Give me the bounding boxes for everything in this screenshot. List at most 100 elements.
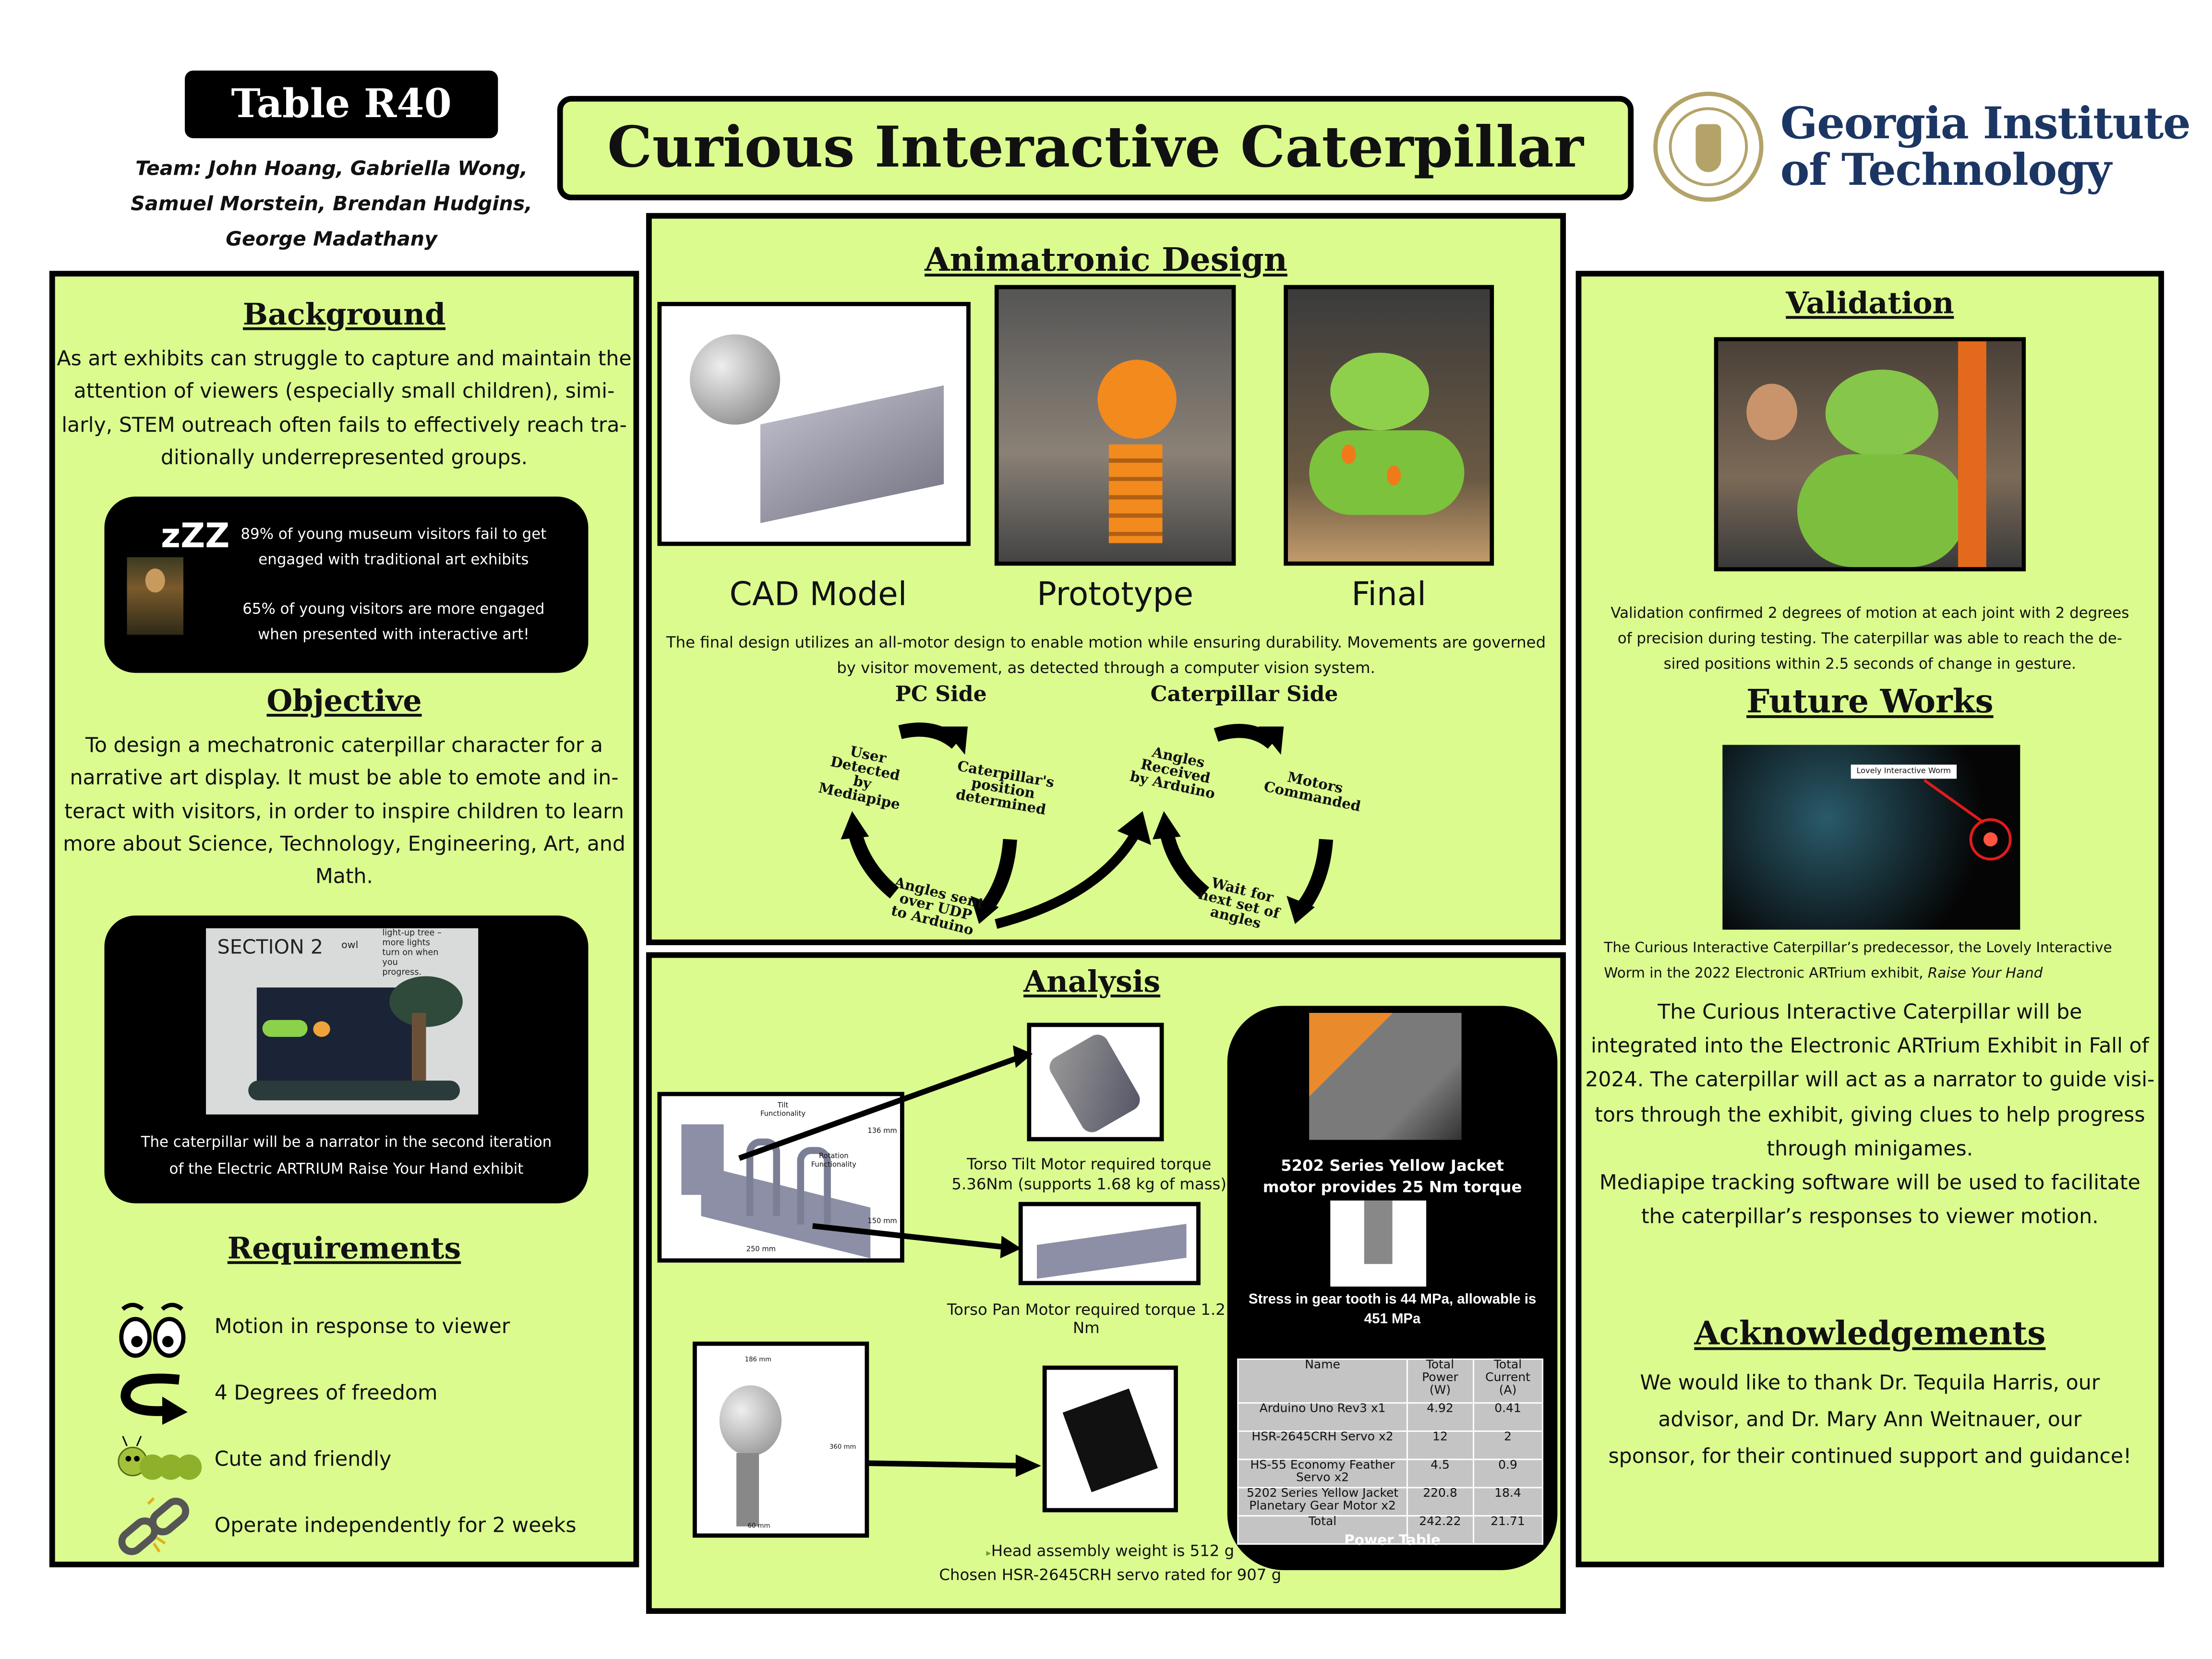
background-heading: Background [242, 296, 446, 332]
power-table-caption: Power Table [1344, 1533, 1441, 1549]
team-line: George Madathany [226, 228, 437, 252]
text-line: Torso Tilt Motor required torque [967, 1155, 1212, 1174]
torso-assembly-image: Tilt Functionality Rotation Functionalit… [657, 1092, 904, 1263]
arrow-to-tilt [738, 1054, 1022, 1161]
flow-arrow-head [1286, 896, 1315, 924]
table-cell: 5202 Series Yellow Jacket Planetary Gear… [1237, 1487, 1408, 1517]
sketch-note: more lights [382, 938, 430, 948]
caterpillar-side-title: Caterpillar Side [1150, 681, 1338, 707]
flow-arrow-head [1152, 811, 1181, 840]
future-works-text: The Curious Interactive Caterpillar will… [1581, 996, 2158, 1235]
text-line: sired positions within 2.5 seconds of ch… [1663, 656, 2077, 673]
arrow-to-pan [812, 1223, 1005, 1250]
text-line: 451 MPa [1364, 1312, 1421, 1328]
tilt-functionality-label: Tilt Functionality [760, 1102, 806, 1119]
broken-chain-icon [118, 1497, 190, 1555]
text-line: The final design utilizes an all-motor d… [666, 633, 1546, 652]
text-line: Nm [1072, 1319, 1100, 1337]
text-line: more about Science, Technology, Engineer… [63, 833, 625, 856]
flow-arrow-head [841, 811, 869, 840]
text-line: sponsor, for their continued support and… [1608, 1446, 2132, 1469]
table-cell: 2 [1472, 1430, 1544, 1460]
stat-line: engaged with traditional art exhibits [258, 552, 529, 569]
team-names: Team: John Hoang, Gabriella Wong, Samuel… [127, 152, 536, 258]
validation-photo [1714, 337, 2026, 572]
flow-arrow-pc-2 [979, 839, 1017, 914]
flow-arrow-head [942, 726, 968, 755]
text-line: We would like to thank Dr. Tequila Harri… [1640, 1372, 2100, 1395]
flow-arrow-pc-3 [848, 830, 899, 899]
table-cell: Total [1237, 1515, 1408, 1545]
caption-line: The Curious Interactive Caterpillar’s pr… [1604, 941, 2112, 957]
flow-arrow-cat-1 [1214, 723, 1277, 749]
text-line: ditionally underrepresented groups. [160, 447, 528, 470]
dimension-label: 136 mm [867, 1127, 897, 1136]
flow-arrows [841, 722, 1334, 929]
stat-line: 65% of young visitors are more engaged [242, 601, 545, 618]
table-cell: 4.5 [1406, 1458, 1474, 1489]
table-cell: 21.71 [1472, 1515, 1544, 1545]
requirements-heading: Requirements [227, 1230, 461, 1266]
text-line: Mediapipe tracking software will be used… [1599, 1172, 2140, 1195]
requirement-item: Cute and friendly [214, 1449, 392, 1472]
text-line: through minigames. [1767, 1138, 1973, 1161]
dimension-label: 250 mm [746, 1245, 776, 1254]
table-cell: 0.9 [1472, 1458, 1544, 1489]
text-line: 5.36Nm (supports 1.68 kg of mass) [951, 1175, 1227, 1194]
sketch-box: SECTION 2 owl light-up tree – more light… [104, 915, 589, 1203]
text-line: 2024. The caterpillar will act as a narr… [1585, 1070, 2155, 1093]
text-line: The Curious Interactive Caterpillar will… [1658, 1001, 2082, 1024]
future-works-caption: The Curious Interactive Caterpillar’s pr… [1604, 937, 2112, 987]
table-cell: 0.41 [1472, 1402, 1544, 1432]
table-cell: Arduino Uno Rev3 x1 [1237, 1402, 1408, 1432]
requirement-item: 4 Degrees of freedom [214, 1382, 438, 1406]
caption-line: of the Electric ARTRIUM Raise Your Hand … [169, 1161, 524, 1178]
gear-stress-image [1330, 1200, 1427, 1287]
caption-line: The caterpillar will be a narrator in th… [141, 1134, 552, 1152]
cad-model-image [657, 301, 971, 546]
text-line: To design a mechatronic caterpillar char… [85, 735, 603, 758]
pan-motor-image [1018, 1202, 1201, 1286]
red-arrow-circle [1923, 779, 2012, 861]
sketch-note: light-up tree – [382, 928, 442, 938]
pc-side-title: PC Side [895, 681, 987, 707]
text-line: tors through the exhibit, giving clues t… [1595, 1104, 2145, 1127]
table-row: 5202 Series Yellow Jacket Planetary Gear… [1237, 1487, 1544, 1517]
zzz-icon: zZZ [161, 516, 230, 556]
flow-arrow-head [1258, 726, 1284, 755]
head-assembly-image: 186 mm 360 mm 60 mm [692, 1341, 869, 1538]
flow-arrow-cross [995, 826, 1143, 929]
text-line: ▸Head assembly weight is 512 g [986, 1542, 1235, 1561]
text-line: by visitor movement, as detected through… [837, 659, 1375, 677]
requirement-item: Operate independently for 2 weeks [214, 1515, 577, 1538]
caterpillar-icon [118, 1436, 202, 1480]
servo-image [1042, 1365, 1178, 1513]
poster-title: Curious Interactive Caterpillar [607, 114, 1584, 181]
table-cell: 242.22 [1406, 1515, 1474, 1545]
rotation-functionality-label: Rotation Functionality [811, 1152, 856, 1170]
text-line: Torso Pan Motor required torque 1.2 [947, 1300, 1226, 1319]
sketch-owl-label: owl [341, 939, 359, 951]
mona-lisa-image [127, 557, 184, 635]
column-header: Total Power (W) [1406, 1358, 1474, 1404]
right-panel: Validation Validation confirmed 2 degree… [1575, 271, 2164, 1567]
flow-arrow-cat-3 [1159, 830, 1210, 899]
table-badge: Table R40 [184, 70, 498, 139]
pan-torque-text: Torso Pan Motor required torque 1.2 Nm [934, 1301, 1238, 1337]
text-line: As art exhibits can struggle to capture … [57, 348, 632, 371]
text-line: integrated into the Electronic ARTrium E… [1591, 1035, 2149, 1058]
future-works-image: Lovely Interactive Worm [1722, 745, 2020, 930]
curved-arrow-icon [120, 1373, 188, 1425]
text-line: Chosen HSR-2645CRH servo rated for 907 g [939, 1566, 1282, 1585]
background-text: As art exhibits can struggle to capture … [55, 344, 634, 476]
logo-line: Georgia Institute [1780, 98, 2191, 150]
motor-analysis-box: 5202 Series Yellow Jacket motor provides… [1227, 1006, 1558, 1570]
table-cell: 18.4 [1472, 1487, 1544, 1517]
cad-model-label: CAD Model [729, 577, 907, 614]
table-header-row: Name Total Power (W) Total Current (A) [1237, 1358, 1544, 1404]
table-cell: 12 [1406, 1430, 1474, 1460]
power-table: Name Total Power (W) Total Current (A) A… [1237, 1358, 1544, 1545]
text-line: attention of viewers (especially small c… [73, 381, 615, 404]
